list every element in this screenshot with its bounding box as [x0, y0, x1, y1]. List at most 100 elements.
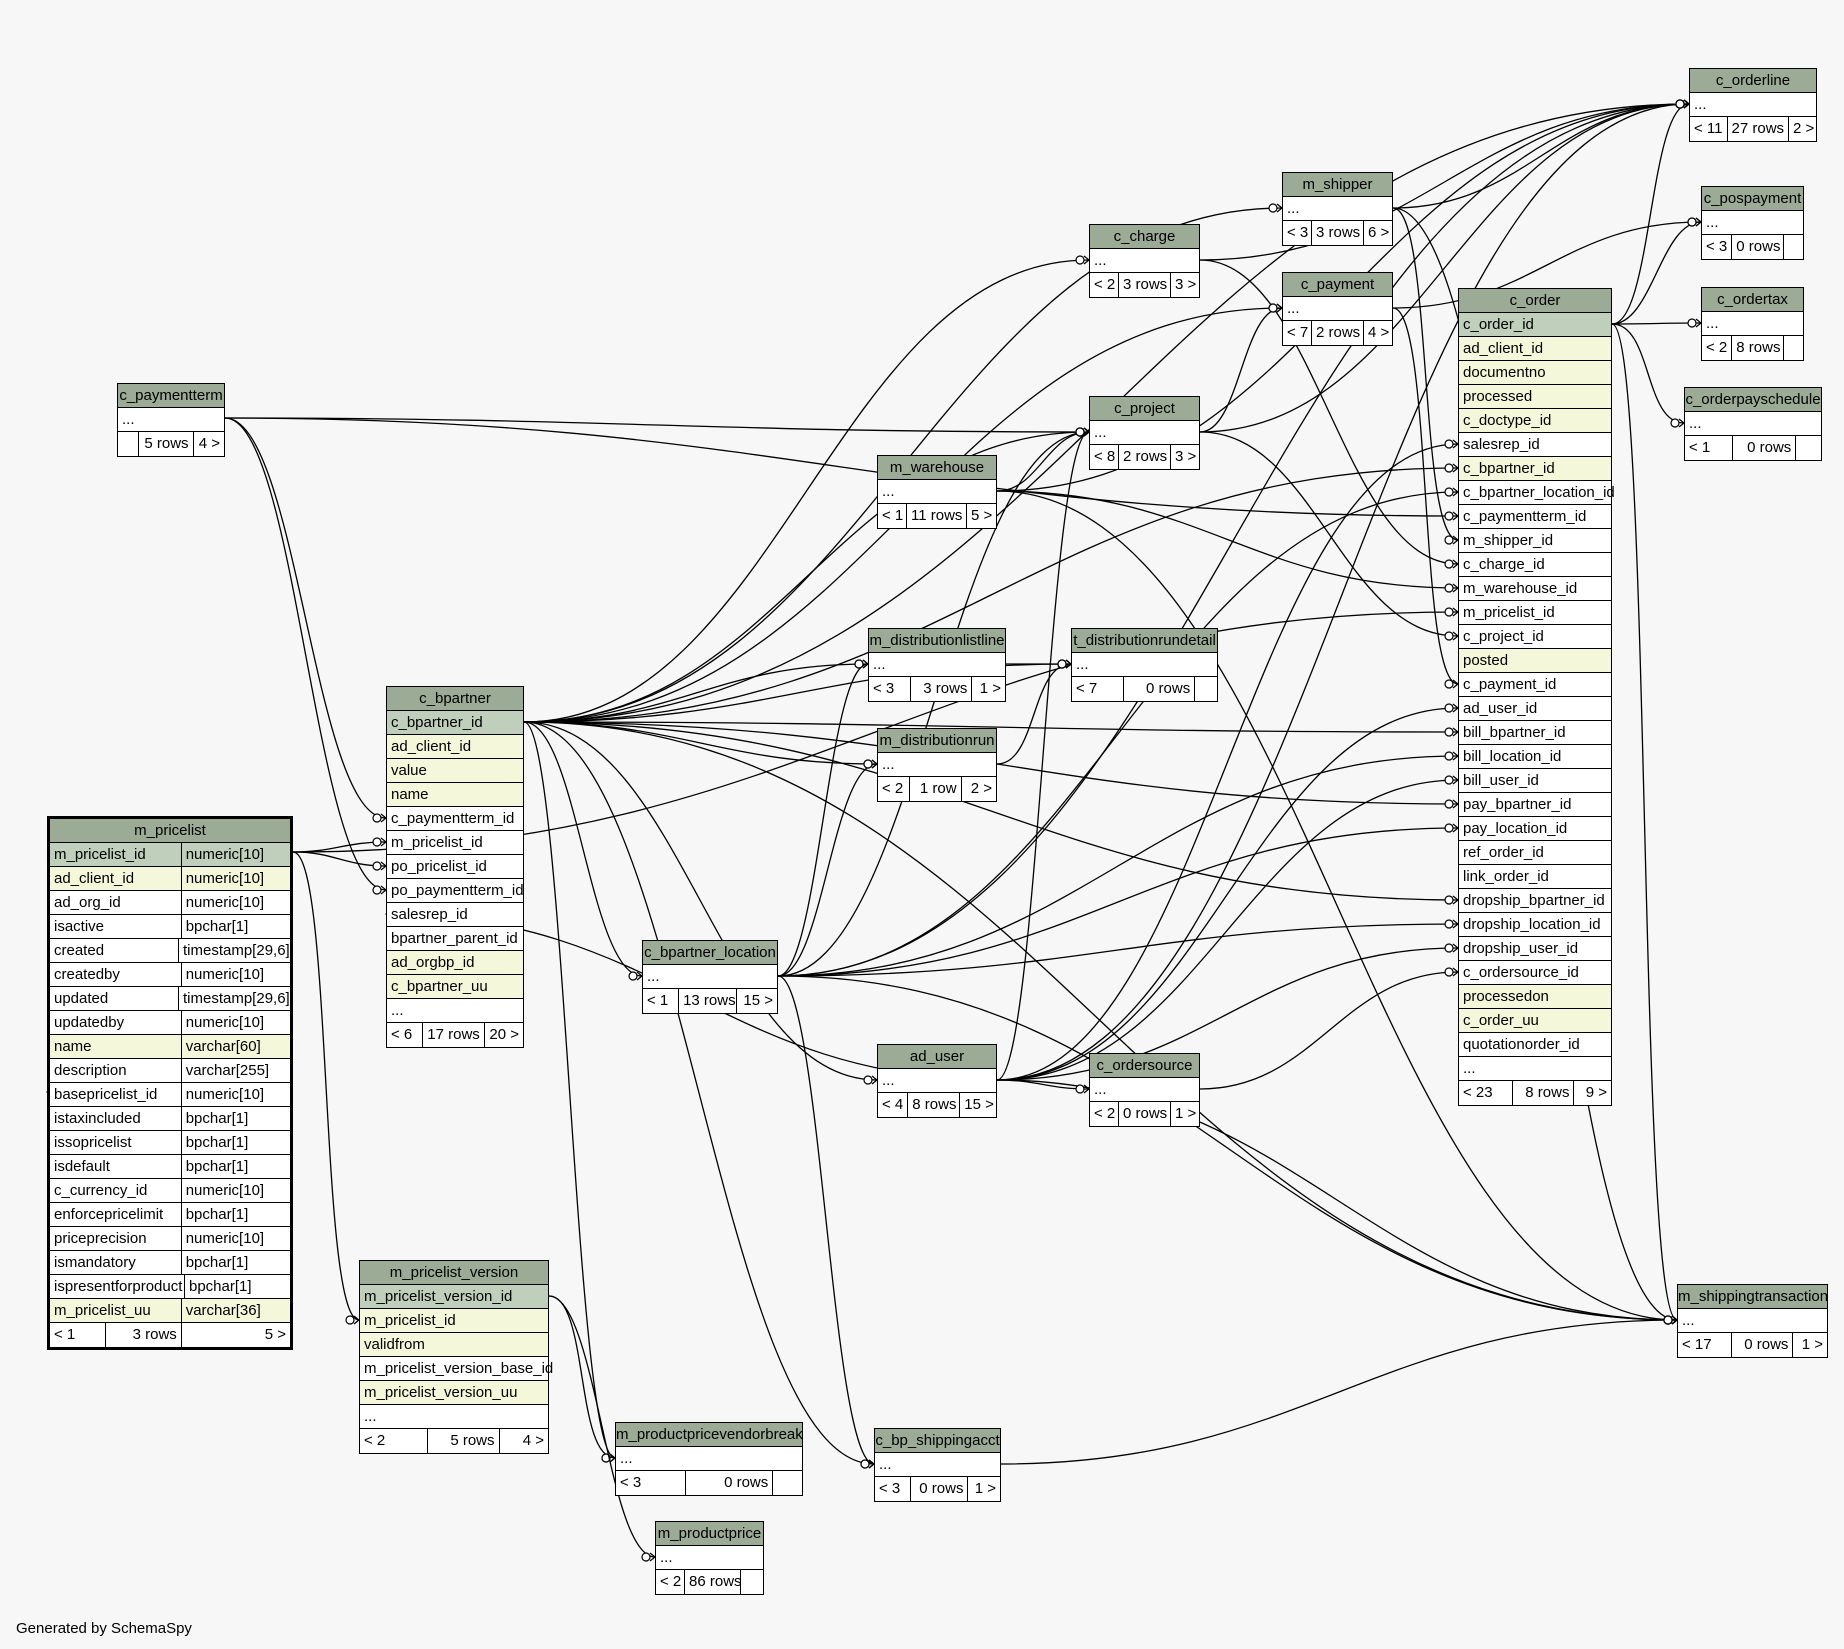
parent-count[interactable]: < 1	[54, 1326, 76, 1343]
column-row[interactable]: c_doctype_id	[1459, 409, 1611, 433]
column-row[interactable]: ad_orgbp_id	[387, 951, 523, 975]
child-count[interactable]: 15 >	[959, 1093, 997, 1117]
column-row[interactable]: ad_user_id	[1459, 697, 1611, 721]
column-row[interactable]: po_paymentterm_id	[387, 879, 524, 903]
column-row[interactable]: c_bpartner_location_id	[1459, 481, 1615, 505]
column-row[interactable]: c_payment_id	[1459, 673, 1611, 697]
parent-count[interactable]: < 23	[1463, 1084, 1493, 1101]
parent-count[interactable]: < 1	[882, 507, 904, 524]
column-row[interactable]: ...	[1702, 312, 1803, 336]
column-row[interactable]: ...	[1072, 653, 1217, 677]
column-row[interactable]: ...	[387, 999, 523, 1023]
parent-count[interactable]: < 7	[1076, 680, 1098, 697]
child-count[interactable]: 1 >	[967, 1477, 1000, 1501]
column-row[interactable]: ref_order_id	[1459, 841, 1611, 865]
parent-count[interactable]: < 3	[873, 680, 895, 697]
column-row[interactable]: m_pricelist_id	[387, 831, 523, 855]
table-title[interactable]: t_distributionrundetail	[1072, 629, 1217, 653]
column-row[interactable]: c_bpartner_uu	[387, 975, 523, 999]
column-row[interactable]: posted	[1459, 649, 1611, 673]
child-count[interactable]	[1783, 336, 1803, 360]
column-row[interactable]: po_pricelist_id	[387, 855, 523, 879]
child-count[interactable]: 2 >	[960, 777, 996, 801]
column-row[interactable]: ...	[656, 1546, 763, 1570]
table-title[interactable]: ad_user	[878, 1045, 996, 1069]
child-count[interactable]: 20 >	[483, 1023, 523, 1047]
table-title[interactable]: c_payment	[1283, 273, 1392, 297]
table-title[interactable]: c_ordertax	[1702, 288, 1803, 312]
column-row[interactable]: ...	[1459, 1057, 1611, 1081]
column-row[interactable]: ...	[878, 480, 996, 504]
child-count[interactable]: 6 >	[1363, 221, 1393, 245]
table-title[interactable]: m_shippingtransaction	[1678, 1285, 1828, 1309]
column-row[interactable]: ...	[1090, 1078, 1199, 1102]
column-row[interactable]: quotationorder_id	[1459, 1033, 1611, 1057]
child-count[interactable]	[1795, 436, 1821, 460]
parent-count[interactable]: < 8	[1094, 448, 1116, 465]
parent-count[interactable]: < 4	[882, 1096, 904, 1113]
child-count[interactable]: 9 >	[1573, 1081, 1611, 1105]
primary-key-row[interactable]: c_order_id	[1459, 313, 1611, 337]
column-row[interactable]: bill_location_id	[1459, 745, 1611, 769]
column-row[interactable]: ...	[1678, 1309, 1827, 1333]
table-title[interactable]: m_productprice	[656, 1522, 763, 1546]
column-row[interactable]: c_paymentterm_id	[387, 807, 523, 831]
child-count[interactable]: 4 >	[192, 432, 224, 456]
child-count[interactable]: 4 >	[1363, 321, 1393, 345]
column-row[interactable]: m_pricelist_version_base_id	[360, 1357, 553, 1381]
column-row[interactable]: c_project_id	[1459, 625, 1611, 649]
table-title[interactable]: m_productpricevendorbreak	[616, 1423, 803, 1447]
primary-key-row[interactable]: m_pricelist_version_id	[360, 1285, 548, 1309]
parent-count[interactable]: < 2	[660, 1573, 682, 1590]
column-row[interactable]: dropship_bpartner_id	[1459, 889, 1611, 913]
child-count[interactable]	[740, 1570, 763, 1594]
primary-key-row[interactable]: c_bpartner_id	[387, 711, 523, 735]
column-row[interactable]: processedon	[1459, 985, 1611, 1009]
column-row[interactable]: link_order_id	[1459, 865, 1611, 889]
child-count[interactable]: 15 >	[736, 989, 777, 1013]
column-row[interactable]: ...	[118, 408, 224, 432]
column-row[interactable]: c_paymentterm_id	[1459, 505, 1611, 529]
column-row[interactable]: ...	[875, 1453, 1000, 1477]
table-title[interactable]: c_bpartner	[387, 687, 523, 711]
child-count[interactable]: 5 >	[966, 504, 996, 528]
column-row[interactable]: c_bpartner_id	[1459, 457, 1611, 481]
column-row[interactable]: ...	[1690, 93, 1816, 117]
column-row[interactable]: pay_bpartner_id	[1459, 793, 1611, 817]
parent-count[interactable]	[118, 432, 138, 456]
column-row[interactable]: ad_client_id	[387, 735, 523, 759]
child-count[interactable]: 1 >	[971, 677, 1005, 701]
table-title[interactable]: m_warehouse	[878, 456, 996, 480]
column-row[interactable]: salesrep_id	[1459, 433, 1611, 457]
parent-count[interactable]: < 2	[364, 1432, 386, 1449]
parent-count[interactable]: < 2	[882, 780, 904, 797]
column-row[interactable]: ad_client_id	[1459, 337, 1611, 361]
column-row[interactable]: processed	[1459, 385, 1611, 409]
child-count[interactable]: 3 >	[1170, 445, 1200, 469]
table-title[interactable]: c_ordersource	[1090, 1054, 1199, 1078]
